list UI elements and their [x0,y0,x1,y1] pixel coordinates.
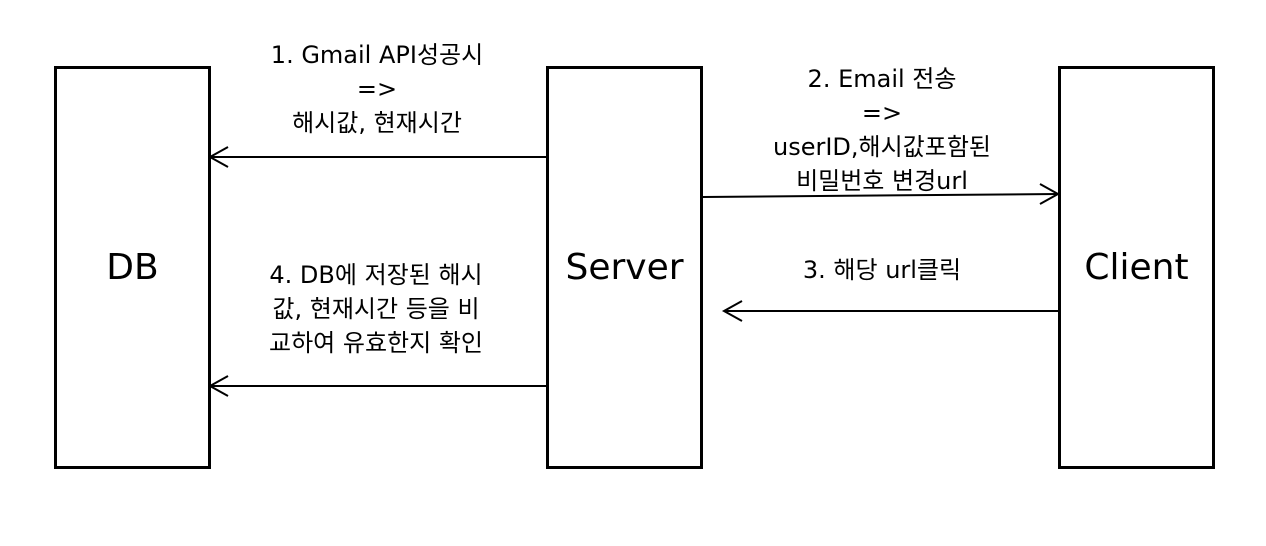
client-label: Client [1084,246,1189,288]
server-node: Server [546,66,703,469]
edge-label-line: => [356,75,398,103]
edge-label-line: 해시값, 현재시간 [292,109,462,137]
edge-label-line: 값, 현재시간 등을 비 [272,295,480,323]
edge-label-line: userID,해시값포함된 [772,133,991,161]
arrowhead-step2 [1039,183,1061,205]
edge-label-line: 4. DB에 저장된 해시 [269,261,483,289]
db-label: DB [106,246,159,288]
edge-label-step2: 2. Email 전송 => userID,해시값포함된 비밀번호 변경url [724,62,1040,198]
arrowhead-step4 [207,375,229,397]
arrowhead-step1 [207,146,229,168]
edge-label-line: 2. Email 전송 [807,65,957,93]
edge-label-line: 비밀번호 변경url [796,167,968,195]
arrow-server-to-client-step2 [702,193,1059,198]
edge-label-line: 1. Gmail API성공시 [270,41,484,69]
arrowhead-step3 [721,300,743,322]
edge-label-line: => [861,99,903,127]
edge-label-line: 3. 해당 url클릭 [802,256,962,284]
edge-label-step1: 1. Gmail API성공시 => 해시값, 현재시간 [236,38,518,140]
edge-label-line: 교하여 유효한지 확인 [269,329,483,357]
edge-label-step4: 4. DB에 저장된 해시 값, 현재시간 등을 비 교하여 유효한지 확인 [226,258,526,360]
server-label: Server [565,246,684,288]
client-node: Client [1058,66,1215,469]
edge-label-step3: 3. 해당 url클릭 [754,253,1010,287]
db-node: DB [54,66,211,469]
